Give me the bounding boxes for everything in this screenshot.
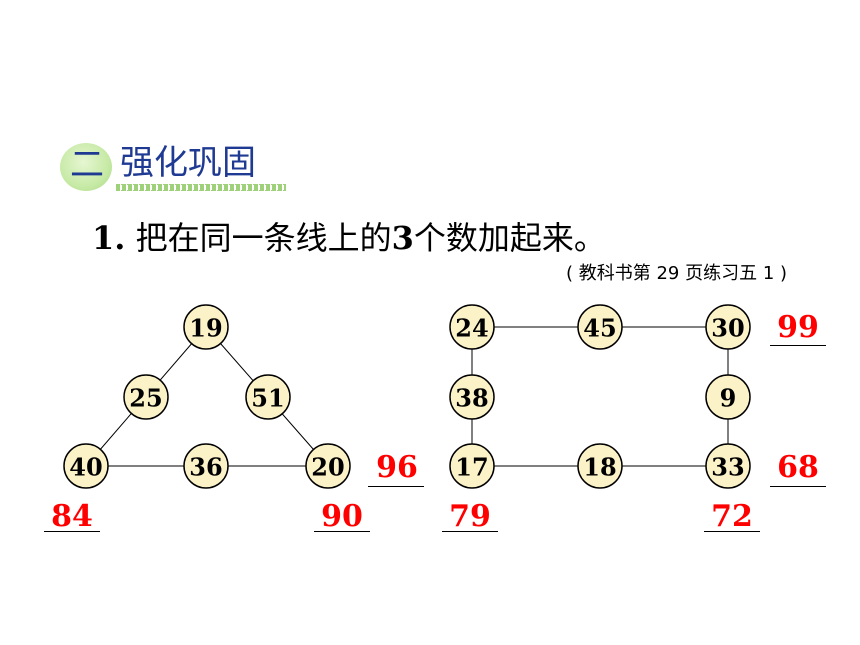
- section-number: 二: [70, 145, 104, 185]
- svg-text:18: 18: [583, 453, 616, 482]
- blank-rect-top-row: [770, 345, 826, 346]
- problem-count: 3: [391, 219, 414, 257]
- section-badge: [60, 143, 112, 191]
- answer-rect-left-column: 79: [449, 499, 491, 534]
- triangle-diagram: 19 25 51 40 36 20: [63, 304, 351, 489]
- svg-text:9: 9: [720, 384, 737, 413]
- problem-statement: 1. 把在同一条线上的3个数加起来。: [92, 213, 606, 263]
- triangle-node-top: 19: [183, 304, 229, 350]
- svg-text:33: 33: [711, 453, 744, 482]
- rect-node-bottom-mid: 18: [577, 443, 623, 489]
- problem-text-b: 个数加起来。: [413, 219, 606, 257]
- triangle-node-bottom-left: 40: [63, 443, 109, 489]
- rect-node-top-mid: 45: [577, 304, 623, 350]
- rect-node-bottom-right: 33: [705, 443, 751, 489]
- blank-triangle-bottom-row: [368, 486, 424, 487]
- svg-text:51: 51: [251, 384, 284, 413]
- blank-triangle-right-side: [314, 531, 370, 532]
- answer-rect-top-row: 99: [777, 310, 819, 345]
- svg-text:30: 30: [711, 314, 744, 343]
- blank-triangle-left-side: [44, 531, 100, 532]
- svg-text:36: 36: [189, 453, 222, 482]
- answer-rect-right-column: 68: [777, 450, 819, 485]
- rect-node-left-mid: 38: [449, 374, 495, 420]
- section-title: 强化巩固: [120, 143, 256, 183]
- rect-node-bottom-left: 17: [449, 443, 495, 489]
- blank-rect-right-column: [770, 486, 826, 487]
- svg-text:19: 19: [189, 314, 222, 343]
- svg-text:45: 45: [583, 314, 616, 343]
- blank-rect-bottom-row: [704, 531, 760, 532]
- svg-text:17: 17: [455, 453, 488, 482]
- rect-node-right-mid: 9: [705, 374, 751, 420]
- answer-triangle-right-side: 90: [321, 499, 363, 534]
- svg-text:25: 25: [129, 384, 162, 413]
- textbook-reference: ( 教科书第 29 页练习五 1 ): [566, 263, 788, 284]
- problem-number: 1.: [92, 219, 126, 257]
- svg-text:40: 40: [69, 453, 102, 482]
- answer-triangle-bottom-row: 96: [376, 450, 418, 485]
- triangle-node-bottom-right: 20: [305, 443, 351, 489]
- section-underline: [116, 184, 286, 191]
- problem-text-a: 把在同一条线上的: [125, 219, 392, 257]
- answer-triangle-left-side: 84: [51, 499, 93, 534]
- triangle-node-right-mid: 51: [245, 374, 291, 420]
- triangle-node-left-mid: 25: [123, 374, 169, 420]
- svg-text:24: 24: [455, 314, 488, 343]
- svg-text:20: 20: [311, 453, 344, 482]
- svg-text:38: 38: [455, 384, 488, 413]
- blank-rect-left-column: [442, 531, 498, 532]
- triangle-node-bottom-mid: 36: [183, 443, 229, 489]
- answer-rect-bottom-row: 72: [711, 499, 753, 534]
- rectangle-diagram: 24 45 30 38 9 17 18 33: [449, 304, 751, 489]
- rect-node-top-right: 30: [705, 304, 751, 350]
- rect-node-top-left: 24: [449, 304, 495, 350]
